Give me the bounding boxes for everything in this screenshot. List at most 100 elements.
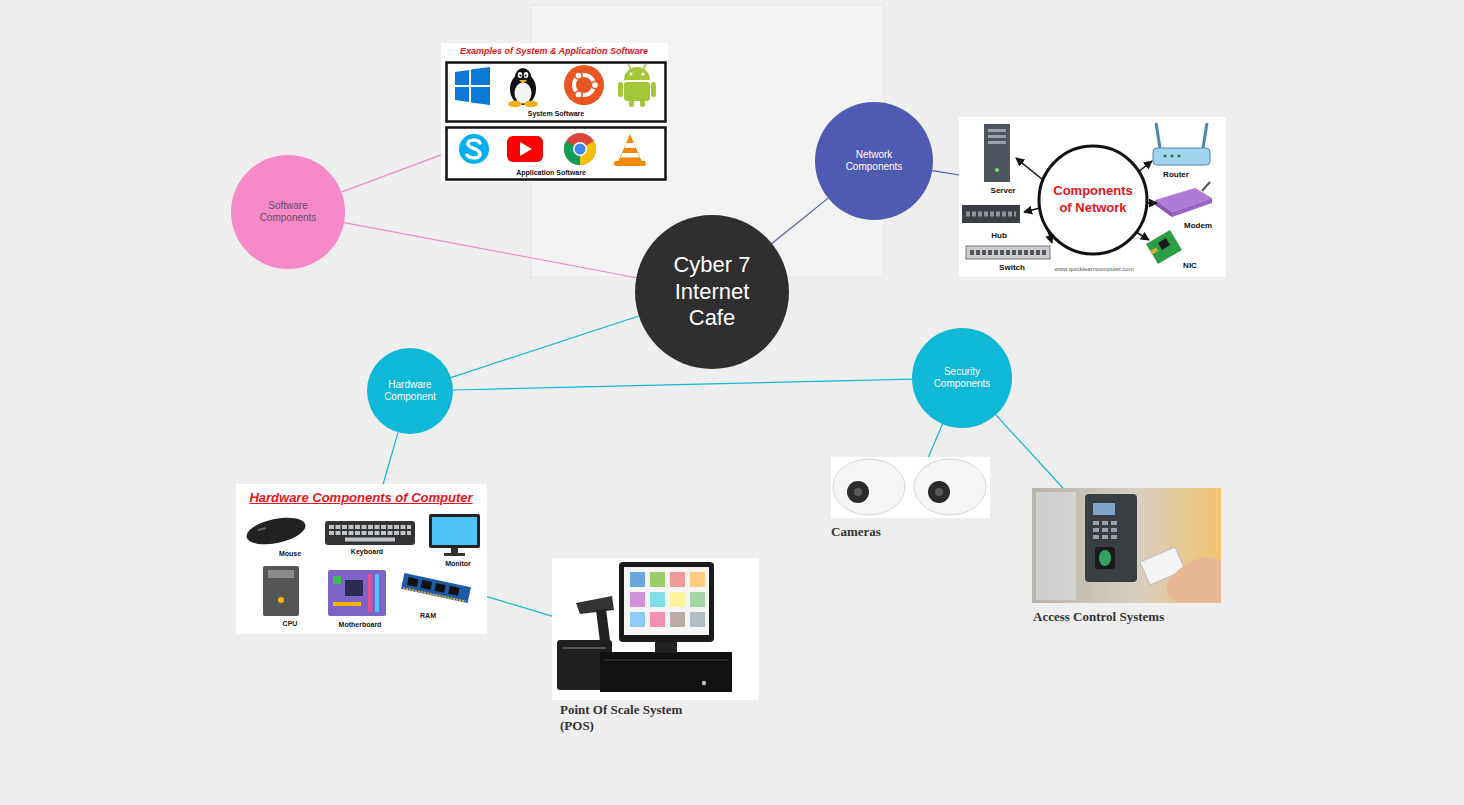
monitor-icon-part — [432, 517, 477, 545]
camera-icon-part — [914, 459, 986, 515]
circle-text-holder: Software Components — [231, 155, 345, 269]
server-icon-part — [988, 141, 1006, 144]
access-control-photo-part — [1093, 503, 1115, 515]
linux-penguin-part — [524, 101, 538, 107]
access-control-photo-part — [1032, 488, 1221, 603]
windows-logo-part — [455, 70, 469, 85]
mouse-icon-part — [244, 513, 308, 549]
topic-circle: Network Components — [815, 102, 933, 220]
circle-text-holder: Network Components — [815, 102, 933, 220]
linux-penguin-part — [524, 74, 526, 76]
access-control-photo-part — [1167, 557, 1221, 603]
chrome-logo-part — [575, 144, 586, 155]
router-icon — [1153, 123, 1210, 165]
hardware-panel — [236, 484, 487, 634]
ubuntu-logo-part — [575, 72, 582, 79]
pos-terminal-part — [702, 681, 706, 685]
circle-fill — [635, 215, 789, 369]
android-logo-part — [624, 67, 650, 80]
cpu-icon-part — [263, 566, 299, 616]
connector-line — [772, 198, 828, 243]
router-icon-part — [1156, 123, 1160, 148]
topic-label: Hardware Component — [377, 379, 443, 403]
network-arrow-part — [1147, 202, 1157, 204]
mouse-icon — [244, 513, 308, 549]
pos-terminal-part — [670, 612, 685, 627]
part-label: Monitor — [445, 560, 471, 568]
nic-icon-part — [1150, 248, 1158, 255]
connector-line — [341, 155, 441, 192]
linux-penguin-part — [515, 68, 531, 86]
server-icon-part — [995, 168, 999, 172]
part-label: NIC — [1183, 261, 1197, 271]
youtube-logo — [507, 136, 543, 162]
pos-terminal-part — [650, 572, 665, 587]
ram-icon-part — [434, 583, 445, 593]
part-label: RAM — [420, 612, 436, 620]
circle-fill — [231, 155, 345, 269]
motherboard-icon-part — [328, 570, 386, 616]
pos-terminal-part — [690, 612, 705, 627]
pos-terminal-part — [600, 652, 732, 692]
connector-line — [383, 432, 398, 484]
pos-terminal-part — [596, 609, 610, 642]
software-examples-box: Examples of System & Application Softwar… — [441, 43, 668, 182]
part-label: Server — [991, 186, 1016, 196]
ram-icon-part — [401, 573, 471, 603]
linux-penguin-part — [519, 80, 527, 84]
android-logo-part — [630, 73, 633, 76]
modem-icon-part — [1172, 198, 1212, 217]
picture-heading: Examples of System & Application Softwar… — [460, 46, 648, 57]
vlc-logo-part — [618, 134, 642, 162]
part-label: Keyboard — [351, 548, 383, 556]
skype-logo-part — [459, 134, 489, 164]
switch-icon-part — [966, 246, 1050, 259]
ubuntu-logo-part — [591, 81, 598, 88]
router-icon-part — [1163, 154, 1166, 157]
keyboard-icon-part — [325, 521, 415, 545]
windows-logo — [455, 67, 490, 105]
pos-terminal-part — [630, 592, 645, 607]
modem-icon-part — [1155, 200, 1172, 217]
switch-icon-part — [970, 250, 1046, 255]
topic-label: Software Components — [252, 200, 324, 224]
chrome-logo — [564, 133, 596, 165]
access-control-photo-part — [1093, 528, 1117, 532]
pos-terminal — [557, 562, 732, 692]
youtube-logo-part — [507, 136, 543, 162]
ubuntu-logo-part — [564, 65, 604, 105]
pos-terminal-part — [563, 647, 606, 649]
hub-icon-part — [966, 212, 1016, 217]
connector-line — [932, 171, 959, 175]
monitor-icon-part — [451, 548, 458, 553]
topic-label: Cyber 7 Internet Cafe — [662, 252, 762, 331]
pos-terminal-part — [619, 562, 714, 642]
access-control-photo-part — [1085, 494, 1137, 582]
topic-label: Security Components — [926, 366, 998, 390]
part-label: www.quicklearncomputer.com — [1054, 266, 1133, 273]
part-label: Mouse — [279, 550, 301, 558]
pos-terminal-part — [624, 567, 709, 635]
server-icon — [984, 124, 1010, 182]
linux-penguin-part — [515, 83, 532, 104]
android-logo-part — [618, 82, 623, 97]
part-label: Application Software — [516, 169, 586, 177]
circle-text-holder: Security Components — [912, 328, 1012, 428]
motherboard-icon-part — [375, 574, 379, 612]
part-label: CPU — [283, 620, 298, 628]
android-logo — [618, 64, 656, 107]
access-control-photo-part — [1093, 535, 1117, 539]
android-logo-part — [640, 99, 645, 107]
keyboard-icon — [325, 521, 415, 545]
linux-penguin-part — [519, 74, 521, 76]
camera-picture-box: Cameras — [831, 457, 990, 542]
pos-terminal-part — [690, 592, 705, 607]
camera-icon — [833, 459, 986, 515]
monitor-icon-part — [444, 553, 465, 556]
part-label: Modem — [1184, 221, 1212, 231]
pos-terminal-part — [630, 612, 645, 627]
picture-heading: Cameras — [831, 524, 881, 540]
network-arrow-part — [1016, 158, 1043, 180]
nic-icon — [1146, 230, 1182, 264]
